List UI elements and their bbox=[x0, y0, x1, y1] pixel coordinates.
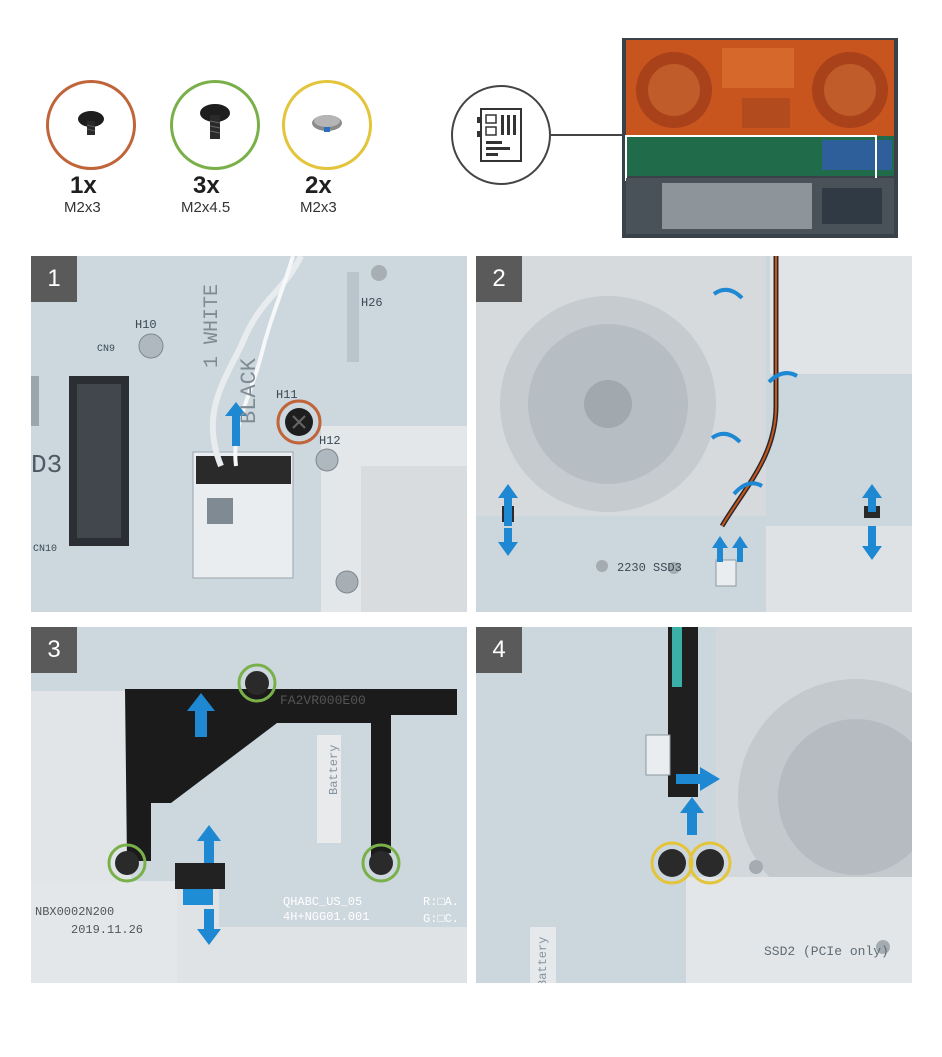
label-battery: Battery bbox=[327, 744, 341, 795]
step-2-panel: 2 2230 SSD3 bbox=[476, 256, 912, 612]
step-1-number: 1 bbox=[31, 256, 77, 302]
label-nbx: NBX0002N200 bbox=[35, 905, 115, 919]
label-h12: H12 bbox=[319, 434, 341, 448]
label-date: 2019.11.26 bbox=[71, 923, 144, 937]
screw-3-size: M2x3 bbox=[300, 199, 337, 216]
label-g: G:□C. bbox=[423, 912, 460, 926]
screw-1-size: M2x3 bbox=[64, 199, 101, 216]
step-2-number: 2 bbox=[476, 256, 522, 302]
screw-2-size: M2x4.5 bbox=[181, 199, 231, 216]
screw-2-count: 3x bbox=[193, 172, 220, 199]
step-3-panel: 3 FA2VR000E00 Battery QHABC_US_05 4H+NGG… bbox=[31, 627, 467, 983]
step-2-illustration bbox=[476, 256, 912, 612]
step-3-number: 3 bbox=[31, 627, 77, 673]
step-4-number: 4 bbox=[476, 627, 522, 673]
screw-m2x3-icon bbox=[78, 111, 104, 135]
step-3-illustration bbox=[31, 627, 467, 983]
callout-leader-line bbox=[551, 134, 640, 136]
step-1-panel: 1 H10 H11 H12 H26 CN9 CN10 D3 1 WHITE BL… bbox=[31, 256, 467, 612]
label-r: R:□A. bbox=[423, 895, 460, 909]
step-4-panel: 4 SSD2 (PCIe only) Battery bbox=[476, 627, 912, 983]
label-h10: H10 bbox=[135, 318, 157, 332]
screw-m2x4-5-icon bbox=[200, 104, 230, 139]
motherboard-callout bbox=[451, 85, 551, 185]
label-ssd2: SSD2 (PCIe only) bbox=[764, 944, 889, 959]
screw-1-count: 1x bbox=[70, 172, 97, 199]
laptop-overview-photo bbox=[622, 38, 898, 238]
label-h11: H11 bbox=[276, 388, 298, 402]
step-1-illustration bbox=[31, 256, 467, 612]
screw-ring-2 bbox=[170, 80, 260, 170]
label-board-line2: 4H+NGG01.001 bbox=[283, 910, 370, 924]
screw-ring-3 bbox=[282, 80, 372, 170]
label-d3: D3 bbox=[31, 450, 63, 480]
label-h26: H26 bbox=[361, 296, 383, 310]
screw-3-count: 2x bbox=[305, 172, 332, 199]
label-white: 1 WHITE bbox=[201, 283, 224, 368]
screw-ring-1 bbox=[46, 80, 136, 170]
label-battery-4: Battery bbox=[536, 936, 550, 983]
label-board-line1: QHABC_US_05 bbox=[283, 895, 363, 909]
label-part-number: FA2VR000E00 bbox=[280, 693, 366, 708]
label-ssd3: 2230 SSD3 bbox=[617, 561, 682, 575]
label-cn10: CN10 bbox=[33, 544, 58, 555]
screw-m2x3-flat-icon bbox=[312, 115, 342, 132]
label-cn9: CN9 bbox=[97, 344, 116, 355]
label-black: BLACK bbox=[237, 357, 262, 424]
step-4-illustration bbox=[476, 627, 912, 983]
motherboard-icon bbox=[477, 108, 522, 162]
